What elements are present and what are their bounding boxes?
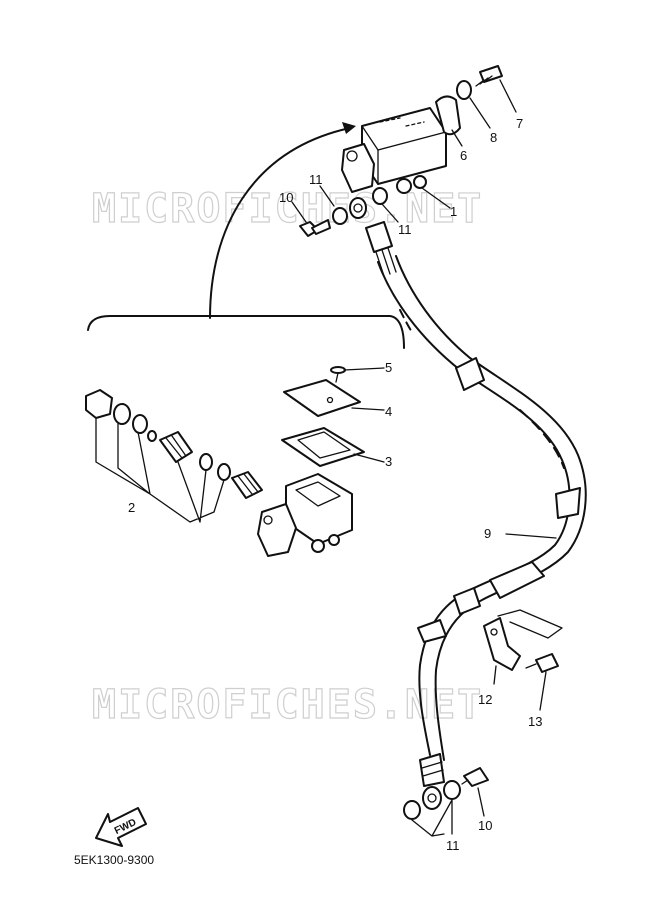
- leader-4: [351, 407, 385, 411]
- detail-arrow-line: [209, 127, 351, 319]
- callout-11-bottom: 11: [446, 838, 460, 853]
- leader-3: [353, 453, 385, 463]
- detail-arrow-head: [342, 122, 356, 134]
- diaphragm-3: [281, 427, 365, 467]
- master-cylinder-body: [257, 473, 353, 557]
- callout-5: 5: [385, 360, 392, 375]
- banjo-fitting-bottom: [422, 786, 442, 810]
- reservoir-cap-4: [283, 379, 361, 417]
- union-bolt-10-top: [299, 219, 331, 237]
- leader-12: [493, 665, 497, 685]
- copper-washer-11a: [332, 207, 348, 225]
- callout-10-top: 10: [279, 190, 293, 205]
- leader-10a: [291, 201, 307, 223]
- callout-2: 2: [128, 500, 135, 515]
- leader-11b: [381, 203, 399, 223]
- callout-6: 6: [460, 148, 467, 163]
- bolt-13: [525, 653, 559, 673]
- copper-washer-11d: [443, 780, 461, 800]
- callout-13: 13: [528, 714, 542, 729]
- bolt-7: [475, 65, 503, 87]
- callout-11-top-left: 11: [309, 172, 323, 187]
- leader-7: [499, 79, 517, 113]
- leader-10b: [477, 787, 485, 817]
- copper-washer-11c: [403, 800, 421, 820]
- hose-guide-12: [483, 609, 563, 671]
- washer-8: [456, 80, 472, 100]
- diagram-code: 5EK1300-9300: [74, 853, 154, 867]
- brake-hose: [365, 221, 587, 787]
- callout-10-bottom: 10: [478, 818, 492, 833]
- callout-4: 4: [385, 404, 392, 419]
- screw-5: [330, 366, 346, 383]
- callout-7: 7: [516, 116, 523, 131]
- leader-6: [451, 129, 463, 147]
- callout-8: 8: [490, 130, 497, 145]
- callout-11-top-right: 11: [398, 222, 412, 237]
- watermark-top: MICROFICHES.NET: [92, 186, 483, 232]
- piston-kit-2: [85, 389, 263, 499]
- callout-12: 12: [478, 692, 492, 707]
- leader-8: [469, 97, 491, 129]
- watermark-bottom: MICROFICHES.NET: [92, 682, 483, 728]
- leader-11c: [411, 799, 453, 837]
- leader-1: [421, 187, 451, 209]
- banjo-fitting-top: [349, 197, 367, 219]
- callout-9: 9: [484, 526, 491, 541]
- leader-11a: [319, 185, 335, 207]
- master-cylinder-assembly: [341, 107, 447, 194]
- fwd-arrow-icon: FWD: [95, 807, 147, 847]
- callout-3: 3: [385, 454, 392, 469]
- copper-washer-11b: [372, 187, 388, 205]
- union-bolt-10-bottom: [461, 767, 489, 787]
- callout-lines-2: [95, 417, 225, 523]
- leader-9: [505, 533, 557, 539]
- detail-bracket: [87, 315, 405, 349]
- leader-13: [539, 671, 547, 711]
- callout-1: 1: [450, 204, 457, 219]
- clamp-part: [435, 95, 461, 136]
- leader-5: [343, 367, 385, 371]
